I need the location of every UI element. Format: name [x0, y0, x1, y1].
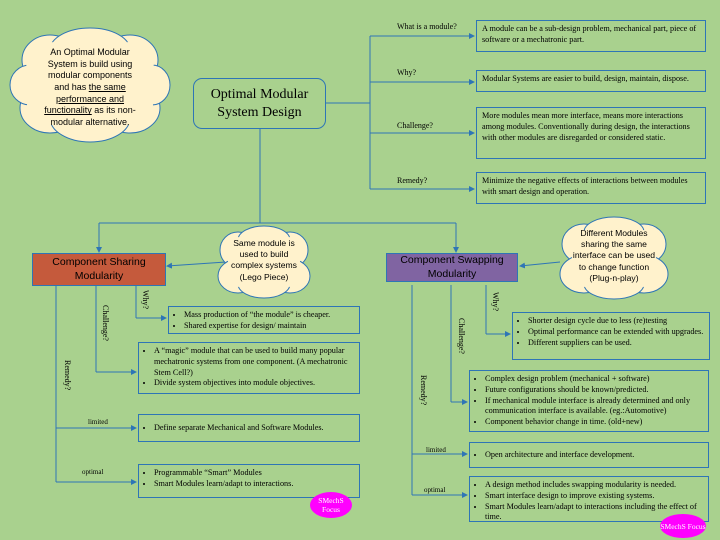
swapping-badge: SMechS Focus [660, 514, 706, 538]
sharing-why-box: Mass production of “the module” is cheap… [168, 306, 360, 334]
list-item: Mass production of “the module” is cheap… [184, 310, 354, 321]
list-item: Complex design problem (mechanical + sof… [485, 374, 703, 385]
sharing-optimal-label: optimal [82, 468, 104, 476]
branch-text-what: A module can be a sub-design problem, me… [482, 24, 697, 44]
sharing-badge: SMechS Focus [310, 492, 352, 518]
swapping-challenge-list: Complex design problem (mechanical + sof… [475, 374, 703, 428]
list-item: Future configurations should be known/pr… [485, 385, 703, 396]
list-item: Open architecture and interface developm… [485, 450, 634, 461]
list-item: Shorter design cycle due to less (re)tes… [528, 316, 704, 327]
sharing-limited-label: limited [88, 418, 108, 426]
intro-line-6b: as its non- [91, 105, 136, 116]
intro-cloud: An Optimal Modular System is build using… [30, 47, 150, 129]
list-item: Smart interface design to improve existi… [485, 491, 703, 502]
intro-line-6a: functionality [44, 105, 92, 116]
list-item: Different suppliers can be used. [528, 338, 704, 349]
branch-box-why: Modular Systems are easier to build, des… [476, 70, 706, 92]
sharing-why-list: Mass production of “the module” is cheap… [174, 310, 354, 332]
intro-line-4b: the same [88, 82, 126, 93]
swapping-optimal-label: optimal [424, 486, 446, 494]
swapping-header: Component Swapping Modularity [386, 253, 518, 282]
sharing-optimal-list: Programmable “Smart” Modules Smart Modul… [144, 468, 354, 490]
swapping-why-box: Shorter design cycle due to less (re)tes… [512, 312, 710, 360]
sharing-header: Component Sharing Modularity [32, 253, 166, 286]
branch-label-remedy: Remedy? [397, 176, 428, 185]
sharing-cloud-text: Same module is used to build complex sys… [231, 238, 297, 282]
swapping-limited-list: Open architecture and interface developm… [475, 450, 634, 461]
sharing-cloud: Same module is used to build complex sys… [228, 238, 300, 283]
swapping-optimal-box: A design method includes swapping modula… [469, 476, 709, 522]
swapping-why-list: Shorter design cycle due to less (re)tes… [518, 316, 704, 348]
branch-text-challenge: More modules mean more interface, means … [482, 111, 690, 142]
swapping-challenge-box: Complex design problem (mechanical + sof… [469, 370, 709, 432]
intro-line-2: System is build using [47, 58, 133, 69]
swapping-challenge-label: Challenge? [457, 318, 466, 354]
intro-line-3: modular components [47, 70, 133, 81]
intro-line-4a: and has [54, 82, 89, 93]
swapping-title: Component Swapping Modularity [400, 253, 504, 280]
sharing-why-label: Why? [141, 290, 150, 310]
swapping-limited-label: limited [426, 446, 446, 454]
list-item: Optimal performance can be extended with… [528, 327, 704, 338]
branch-box-challenge: More modules mean more interface, means … [476, 107, 706, 159]
list-item: Divide system objectives into module obj… [154, 378, 354, 389]
sharing-challenge-box: A “magic” module that can be used to bui… [138, 342, 360, 394]
list-item: A design method includes swapping modula… [485, 480, 703, 491]
swapping-limited-box: Open architecture and interface developm… [469, 442, 709, 468]
list-item: Smart Modules learn/adapt to interaction… [485, 502, 703, 524]
intro-line-7: modular alternative. [50, 117, 130, 128]
main-title-box: Optimal Modular System Design [193, 78, 326, 129]
list-item: Define separate Mechanical and Software … [154, 423, 324, 434]
sharing-remedy-label: Remedy? [63, 360, 72, 391]
swapping-cloud-text: Different Modules sharing the same inter… [572, 228, 656, 283]
swapping-optimal-list: A design method includes swapping modula… [475, 480, 703, 523]
sharing-limited-box: Define separate Mechanical and Software … [138, 414, 360, 442]
branch-label-challenge: Challenge? [397, 121, 433, 130]
list-item: If mechanical module interface is alread… [485, 396, 703, 418]
branch-text-why: Modular Systems are easier to build, des… [482, 74, 689, 83]
page-title: Optimal Modular System Design [210, 87, 309, 120]
swapping-why-label: Why? [491, 292, 500, 312]
branch-label-why: Why? [397, 68, 417, 77]
intro-line-5: performance and [55, 93, 125, 104]
sharing-title: Component Sharing Modularity [52, 255, 146, 282]
intro-line-1: An Optimal Modular [50, 47, 130, 57]
branch-label-what: What is a module? [397, 22, 457, 31]
branch-box-what: A module can be a sub-design problem, me… [476, 20, 706, 52]
sharing-challenge-label: Challenge? [101, 305, 110, 341]
list-item: A “magic” module that can be used to bui… [154, 346, 354, 378]
branch-box-remedy: Minimize the negative effects of interac… [476, 172, 706, 204]
list-item: Smart Modules learn/adapt to interaction… [154, 479, 354, 490]
list-item: Component behavior change in time. (old+… [485, 417, 703, 428]
swapping-cloud: Different Modules sharing the same inter… [572, 228, 656, 284]
sharing-challenge-list: A “magic” module that can be used to bui… [144, 346, 354, 389]
branch-text-remedy: Minimize the negative effects of interac… [482, 176, 688, 196]
list-item: Shared expertise for design/ maintain [184, 321, 354, 332]
list-item: Programmable “Smart” Modules [154, 468, 354, 479]
swapping-remedy-label: Remedy? [419, 375, 428, 406]
sharing-limited-list: Define separate Mechanical and Software … [144, 423, 324, 434]
